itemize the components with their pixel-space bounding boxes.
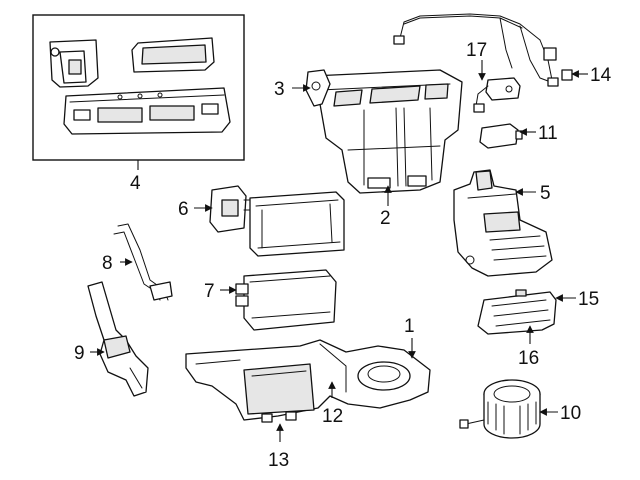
part-10-blower-motor [459,379,541,439]
part-4-main-panel [63,87,231,135]
callout-9-label: 9 [74,343,85,364]
part-4-frame [32,14,245,161]
callout-13-label: 13 [268,450,289,471]
callout-1-label: 1 [404,316,415,337]
part-14-wiring-harness [393,13,573,87]
callout-3-label: 3 [274,79,285,100]
callout-7-label: 7 [204,281,215,302]
callout-17-label: 17 [466,40,487,61]
callouts: 1 2 3 4 5 6 7 8 9 10 11 12 13 [74,40,612,471]
callout-4-label: 4 [130,173,141,194]
part-17-sensor [473,77,521,113]
part-1-lower-case [185,339,431,423]
callout-10-label: 10 [560,403,581,424]
callout-5-label: 5 [540,183,551,204]
part-4-switch [49,39,99,88]
part-5-blower-housing [453,169,553,277]
callout-16-label: 16 [518,348,539,369]
part-4-bezel [131,37,215,73]
callout-12-label: 12 [322,406,343,427]
part-6-expansion-valve [209,185,263,233]
part-2-upper-case [311,69,463,194]
part-15-air-inlet [477,289,557,335]
callout-15-label: 15 [578,289,599,310]
callout-14-label: 14 [590,65,612,86]
part-4-control-panel-group [32,14,245,161]
callout-6-label: 6 [178,199,189,220]
part-7-heater-core [235,269,337,331]
part-2-evaporator-core [249,191,345,257]
part-11-module [479,123,523,149]
callout-2-label: 2 [380,208,391,229]
callout-11-label: 11 [538,123,558,144]
part-8-bracket [113,223,173,301]
part-9-duct [87,281,149,397]
callout-8-label: 8 [102,253,113,274]
